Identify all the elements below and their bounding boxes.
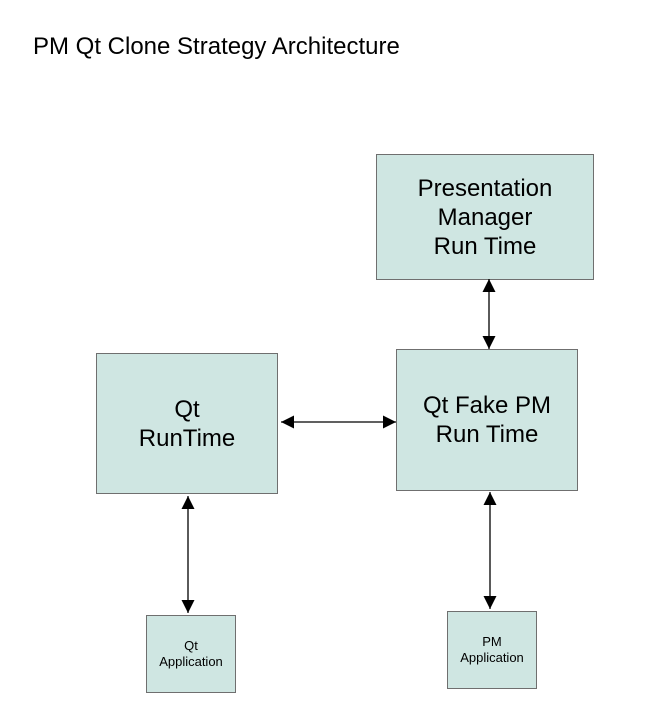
qt-runtime-box: Qt RunTime	[96, 353, 278, 494]
diagram-title: PM Qt Clone Strategy Architecture	[33, 33, 400, 60]
qt-application-label: Qt Application	[159, 638, 223, 669]
presentation-manager-runtime-label: Presentation Manager Run Time	[417, 174, 553, 260]
pm-application-box: PM Application	[447, 611, 537, 689]
qt-application-box: Qt Application	[146, 615, 236, 693]
presentation-manager-runtime-box: Presentation Manager Run Time	[376, 154, 594, 280]
qt-fake-pm-runtime-box: Qt Fake PM Run Time	[396, 349, 578, 491]
qt-fake-pm-runtime-label: Qt Fake PM Run Time	[422, 392, 552, 448]
qt-runtime-label: Qt RunTime	[138, 395, 236, 452]
pm-application-label: PM Application	[460, 634, 524, 665]
